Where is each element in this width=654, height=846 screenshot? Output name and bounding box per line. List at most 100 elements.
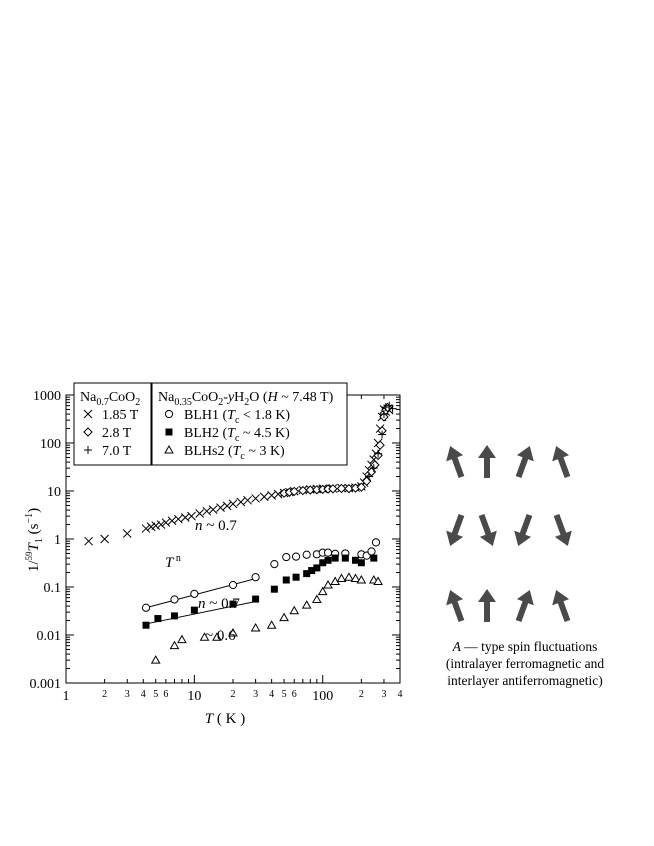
caption-line-3: interlayer antiferromagnetic) — [447, 673, 603, 688]
data-point — [259, 492, 269, 502]
data-point — [330, 576, 341, 586]
data-point — [177, 634, 187, 644]
marker-stroke — [151, 521, 161, 530]
data-point — [374, 449, 383, 458]
legend-na07: Na0.7CoO2 — [73, 382, 152, 466]
marker-stroke — [216, 503, 225, 512]
x-tick-label: 10 — [187, 689, 201, 704]
spin-arrow-icon — [515, 446, 534, 479]
marker-stroke — [122, 529, 132, 538]
x-axis-label: T ( K ) — [205, 711, 245, 727]
data-point — [331, 554, 339, 562]
legend-label: 2.8 T — [102, 426, 132, 441]
data-point — [282, 552, 291, 562]
marker-stroke — [208, 505, 218, 514]
data-point — [141, 603, 151, 612]
marker-stroke — [100, 534, 109, 544]
data-point — [195, 509, 205, 518]
data-point — [151, 521, 161, 530]
data-point — [365, 472, 374, 481]
marker-stroke — [243, 495, 252, 505]
x-minor-tick-label: 4 — [398, 689, 403, 700]
data-point — [373, 576, 383, 586]
x-minor-tick-label: 5 — [282, 689, 287, 700]
spin-arrow-icon — [478, 589, 496, 622]
legend-label: 1.85 T — [102, 408, 139, 423]
spin-caption: A — type spin fluctuations (intralayer f… — [400, 638, 650, 689]
data-point — [236, 497, 246, 507]
data-point — [228, 580, 238, 590]
annotation-tn: T n — [165, 553, 181, 571]
y-tick-label: 0.001 — [30, 677, 62, 692]
y-tick-label: 1 — [54, 533, 61, 548]
y-tick-label: 0.01 — [37, 629, 62, 644]
data-point — [169, 640, 180, 650]
marker-stroke — [173, 514, 183, 524]
data-point — [357, 559, 365, 567]
data-point — [266, 620, 277, 629]
data-point — [370, 460, 380, 470]
spin-arrow-icon — [478, 445, 496, 478]
data-point — [161, 518, 171, 527]
marker-stroke — [259, 492, 269, 502]
y-tick-label: 1000 — [33, 389, 61, 404]
fit-line — [145, 578, 256, 609]
spin-arrow-icon — [552, 590, 571, 623]
data-markers — [84, 401, 397, 664]
annotation-n-upper: n ~ 0.7 — [195, 518, 237, 534]
data-point — [289, 486, 299, 497]
data-point — [156, 520, 166, 529]
x-minor-tick-label: 4 — [141, 689, 146, 700]
annotation-n-low: ~ 0.6 — [205, 628, 236, 644]
data-point — [208, 505, 218, 514]
spin-arrow-icon — [514, 513, 533, 546]
legend-box — [151, 382, 348, 466]
data-point — [170, 612, 178, 620]
data-point — [303, 570, 311, 578]
marker-stroke — [161, 518, 171, 527]
series-plus — [365, 401, 397, 481]
data-point — [202, 506, 212, 516]
marker-stroke — [251, 494, 260, 503]
data-point — [270, 585, 278, 593]
data-point — [187, 511, 196, 521]
arrow-shape — [446, 446, 465, 479]
legend-marker — [83, 409, 93, 419]
data-point — [323, 548, 333, 557]
arrow-shape — [446, 590, 465, 623]
arrow-shape — [514, 513, 533, 546]
data-point — [370, 554, 378, 562]
data-point — [341, 554, 349, 562]
data-point — [350, 573, 361, 583]
marker-stroke — [195, 509, 205, 518]
data-point — [289, 605, 300, 615]
caption-letter: A — [452, 639, 461, 654]
x-minor-tick-label: 2 — [359, 689, 364, 700]
legend-box — [73, 382, 152, 466]
x-minor-tick-label: 5 — [153, 689, 158, 700]
data-point — [142, 621, 150, 629]
data-point — [311, 594, 322, 603]
data-point — [282, 576, 290, 584]
marker-stroke — [83, 409, 93, 419]
spin-arrow-icon — [446, 513, 465, 546]
x-minor-tick-label: 3 — [253, 689, 258, 700]
annotation-n-mid: n ~ 0.7 — [198, 596, 240, 612]
data-point — [375, 440, 385, 450]
data-point — [216, 503, 225, 512]
caption-line-1-text: — type spin fluctuations — [460, 639, 598, 654]
spin-arrow-icon — [446, 446, 465, 479]
marker-stroke — [273, 489, 283, 499]
series-square — [142, 554, 378, 629]
marker-stroke — [267, 491, 276, 500]
data-point — [301, 600, 312, 609]
y-tick-label: 0.1 — [44, 581, 62, 596]
arrow-shape — [553, 513, 572, 546]
data-point — [243, 495, 252, 505]
data-point — [279, 612, 289, 622]
data-point — [305, 485, 315, 495]
x-minor-tick-label: 4 — [269, 689, 274, 700]
